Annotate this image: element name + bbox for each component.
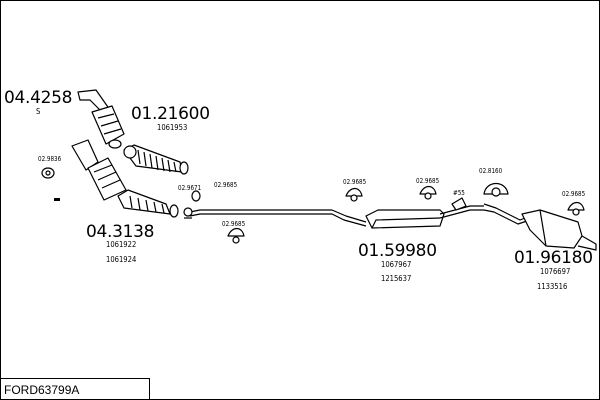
hanger-02-9685-c <box>345 187 363 202</box>
clamp-55 <box>451 197 467 211</box>
small-part-02-9836: 02.9836 <box>38 155 62 163</box>
intermediate-pipe <box>189 209 367 223</box>
oe-number: 1076697 <box>540 267 571 276</box>
part-number-04-4258: 04.4258 <box>4 88 73 108</box>
hanger-02-9685-a <box>191 190 201 202</box>
small-part-02-8160: 02.8160 <box>479 167 503 175</box>
diagram-code-box: FORD63799A <box>0 378 150 399</box>
flex-pipe <box>123 144 189 175</box>
hanger-02-9685-d <box>419 185 437 200</box>
part-ref-s: S <box>36 107 41 116</box>
part-number-01-59980: 01.59980 <box>358 241 437 261</box>
rear-pipe <box>483 203 531 221</box>
small-part-02-9685: 02.9685 <box>343 178 367 186</box>
hanger-02-9836 <box>41 167 55 179</box>
diagram-code: FORD63799A <box>4 383 80 397</box>
hanger-02-9685-b <box>227 227 245 244</box>
hanger-02-9685-e <box>567 201 585 216</box>
rear-silencer <box>521 209 597 251</box>
part-number-01-21600: 01.21600 <box>131 104 210 124</box>
oe-number: 1061953 <box>157 123 188 132</box>
small-part-02-9685: 02.9685 <box>214 181 238 189</box>
part-number-01-96180: 01.96180 <box>514 248 593 268</box>
downpipe-lower <box>71 139 179 218</box>
oe-number: 1133516 <box>537 282 568 291</box>
downpipe-upper <box>77 89 125 149</box>
small-part-55: #55 <box>453 189 465 197</box>
hanger-02-8160 <box>483 182 509 197</box>
oe-number: 1067967 <box>381 260 412 269</box>
gasket-marker <box>54 198 60 201</box>
small-part-02-9685: 02.9685 <box>222 220 246 228</box>
middle-silencer <box>365 205 484 229</box>
oe-number: 1061922 <box>106 240 137 249</box>
oe-number: 1215637 <box>381 274 412 283</box>
oe-number: 1061924 <box>106 255 137 264</box>
clamp-02-9671 <box>183 207 193 219</box>
part-number-04-3138: 04.3138 <box>86 222 155 242</box>
small-part-02-9685: 02.9685 <box>416 177 440 185</box>
small-part-02-9671: 02.9671 <box>178 184 202 192</box>
small-part-02-9685: 02.9685 <box>562 190 586 198</box>
